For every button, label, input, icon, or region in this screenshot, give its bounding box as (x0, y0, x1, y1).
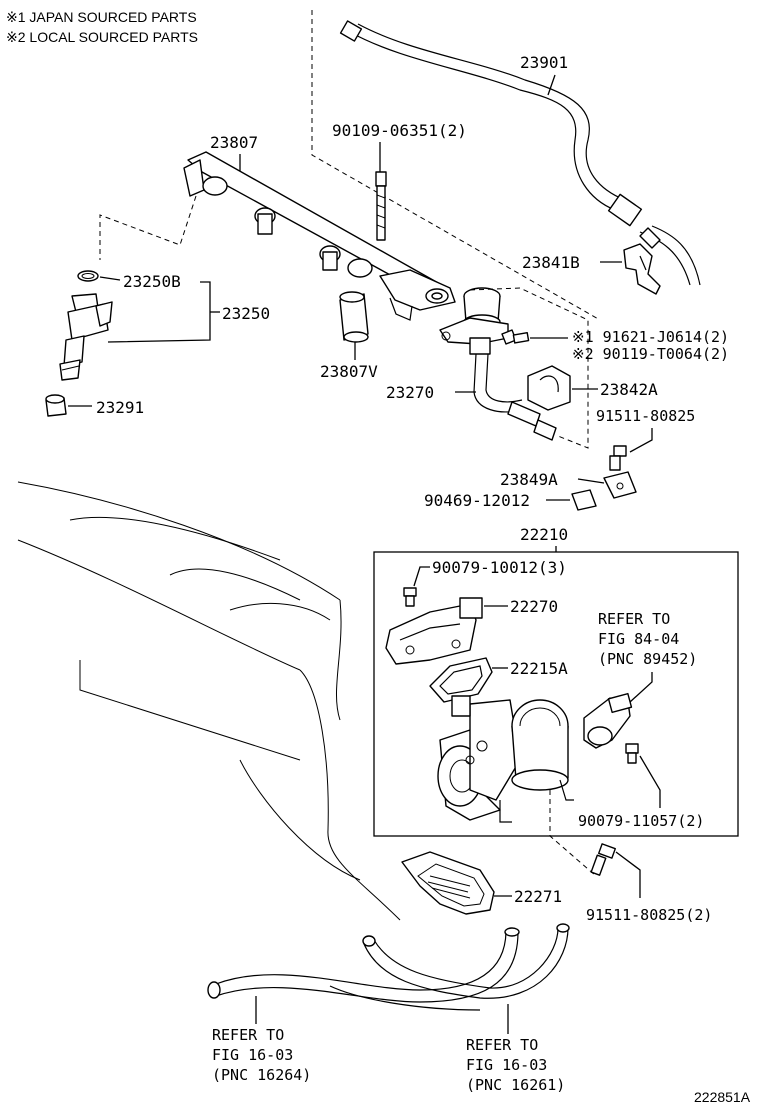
ref-fig16-16261-line3[interactable]: (PNC 16261) (466, 1076, 565, 1094)
label-23250B: 23250B (123, 272, 181, 291)
label-23841B: 23841B (522, 253, 580, 272)
label-90079-10012: 90079-10012(3) (432, 558, 567, 577)
ref-fig16-16261-line1[interactable]: REFER TO (466, 1036, 538, 1054)
ref-fig84-line1[interactable]: REFER TO (598, 610, 670, 628)
note-japan-sourced: ※1 JAPAN SOURCED PARTS (6, 9, 197, 25)
label-23807V: 23807V (320, 362, 378, 381)
gasket-22215A[interactable] (429, 657, 493, 703)
label-91511-80825-2: 91511-80825(2) (586, 906, 712, 924)
throttle-body-kit-frame (373, 551, 739, 837)
bolt-91511-80825[interactable] (609, 445, 627, 471)
label-90469-12012: 90469-12012 (424, 491, 530, 510)
ref-fig16-16261-line2[interactable]: FIG 16-03 (466, 1056, 547, 1074)
ref-fig16-16264-line3[interactable]: (PNC 16264) (212, 1066, 311, 1084)
ref-fig16-16264-line1[interactable]: REFER TO (212, 1026, 284, 1044)
label-90109-06351: 90109-06351(2) (332, 121, 467, 140)
pressure-regulator-23270[interactable] (439, 287, 557, 441)
intake-manifold-outline (17, 481, 401, 921)
screw-91621[interactable] (501, 329, 530, 345)
label-22210: 22210 (520, 525, 568, 544)
injector-23250[interactable] (59, 293, 113, 381)
throttle-position-sensor-22270[interactable] (385, 597, 483, 665)
label-22215A: 22215A (510, 659, 568, 678)
screw-90079-10012[interactable] (403, 587, 417, 607)
vacuum-hoses[interactable] (207, 923, 570, 1011)
note-local-sourced: ※2 LOCAL SOURCED PARTS (6, 29, 198, 45)
clip-90469-12012[interactable] (571, 489, 597, 511)
bolt-91511-80825-pair[interactable] (590, 843, 616, 876)
label-23270: 23270 (386, 383, 434, 402)
insulator-23807V[interactable] (339, 291, 369, 343)
diagram-id: 222851A (694, 1089, 751, 1105)
label-91621-J0614: ※1 91621-J0614(2) (572, 328, 729, 346)
label-23250: 23250 (222, 304, 270, 323)
fuel-hose-23901[interactable] (311, 10, 701, 321)
bolt-90109-06351[interactable] (375, 171, 387, 241)
label-22270: 22270 (510, 597, 558, 616)
label-23291: 23291 (96, 398, 144, 417)
sleeve-23291[interactable] (45, 394, 67, 417)
clamp-23842A[interactable] (527, 365, 571, 411)
gasket-22271[interactable] (401, 851, 495, 915)
label-23901: 23901 (520, 53, 568, 72)
label-91511-80825: 91511-80825 (596, 407, 695, 425)
ref-fig84-line2[interactable]: FIG 84-04 (598, 630, 679, 648)
label-90119-T0064: ※2 90119-T0064(2) (572, 345, 729, 363)
idle-speed-sensor[interactable] (583, 692, 633, 749)
ref-fig16-16264-line2[interactable]: FIG 16-03 (212, 1046, 293, 1064)
label-23807: 23807 (210, 133, 258, 152)
fuel-rail-23807[interactable] (183, 151, 456, 321)
clip-23841B[interactable] (623, 243, 661, 295)
screw-90079-11057[interactable] (625, 743, 639, 764)
label-90079-11057: 90079-11057(2) (578, 812, 704, 830)
throttle-body[interactable] (437, 695, 574, 823)
label-23849A: 23849A (500, 470, 558, 489)
bracket-23849A[interactable] (603, 471, 637, 499)
ref-fig84-line3[interactable]: (PNC 89452) (598, 650, 697, 668)
label-22271: 22271 (514, 887, 562, 906)
label-23842A: 23842A (600, 380, 658, 399)
o-ring-23250B[interactable] (77, 270, 99, 282)
